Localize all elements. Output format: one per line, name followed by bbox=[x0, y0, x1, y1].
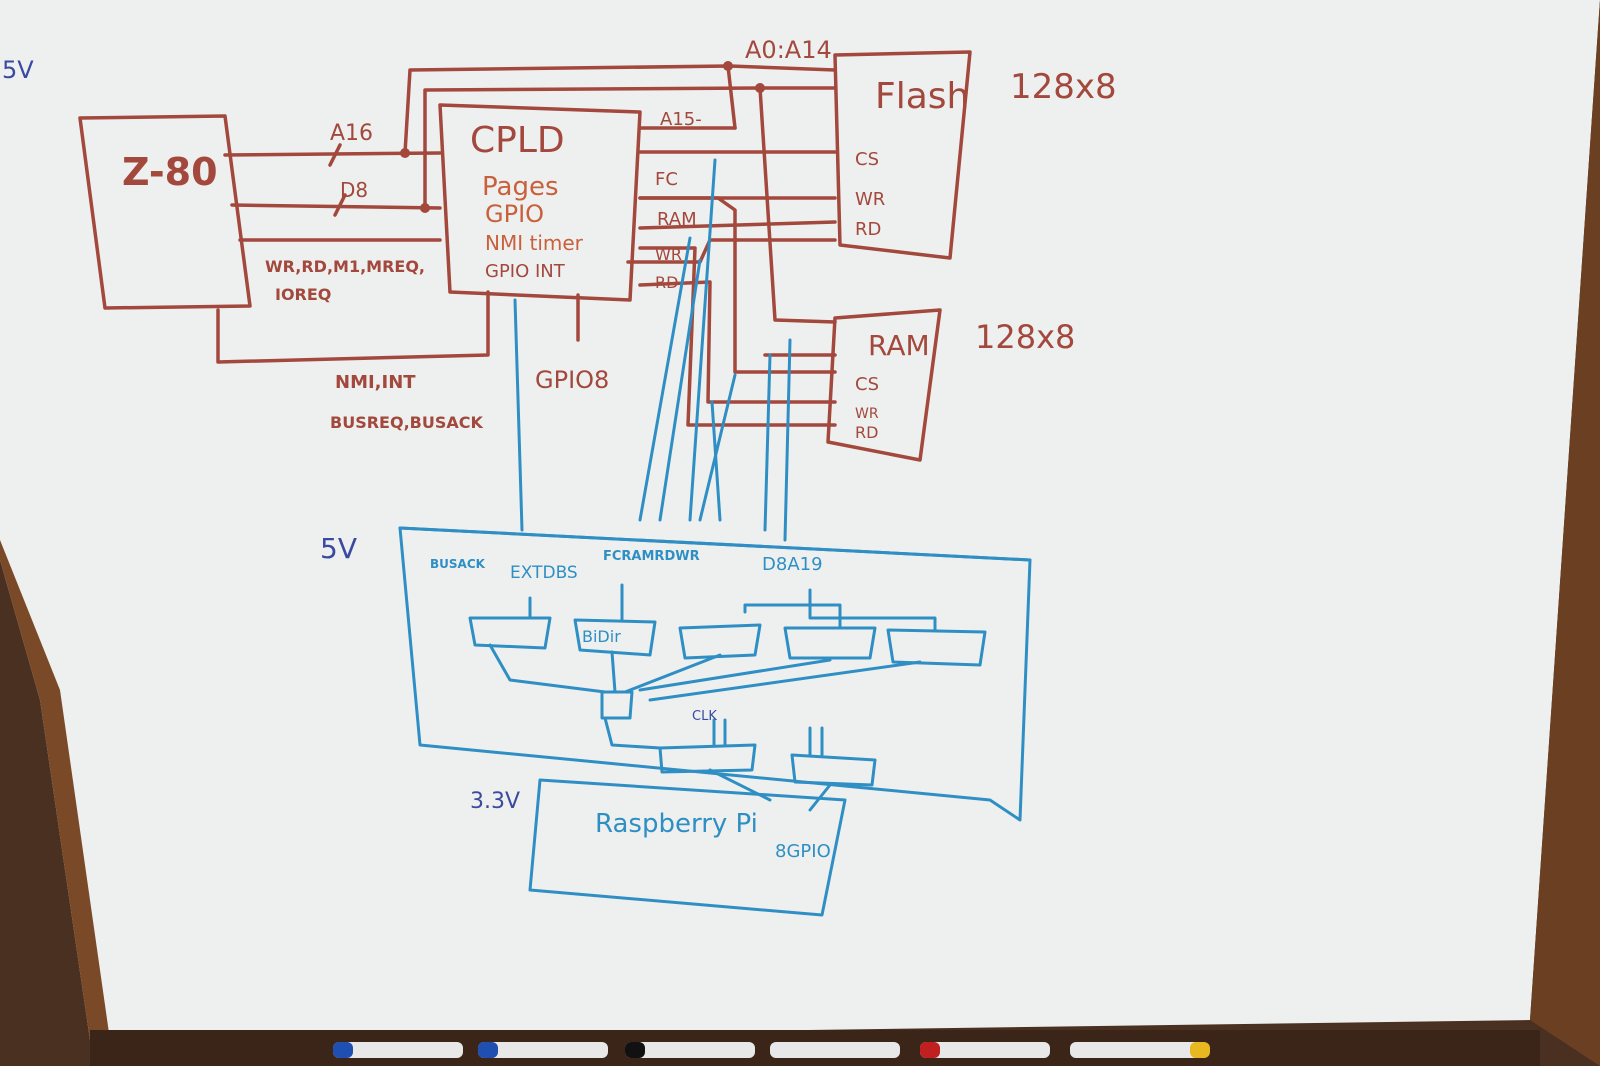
marker-2 bbox=[478, 1042, 608, 1058]
right-frame bbox=[1530, 0, 1600, 1066]
clock-buffer bbox=[658, 743, 757, 774]
whiteboard-surface bbox=[0, 0, 1600, 1040]
left-frame bbox=[0, 540, 110, 1040]
ram-label: RAM bbox=[868, 329, 930, 362]
marker-1 bbox=[333, 1042, 463, 1058]
flash-wr-pin: WR bbox=[855, 189, 885, 210]
ram-size-label: 128x8 bbox=[975, 318, 1075, 356]
ram-cs-label: RAM bbox=[657, 209, 697, 230]
marker-3 bbox=[625, 1042, 755, 1058]
buffer-bidir bbox=[573, 618, 657, 657]
level-33v-label: 3.3V bbox=[470, 789, 520, 814]
address-bus-label: A0:A14 bbox=[745, 36, 832, 64]
rpi-gpio-label: 8GPIO bbox=[775, 841, 831, 862]
raspberry-pi-box bbox=[528, 778, 847, 917]
marker-5 bbox=[920, 1042, 1050, 1058]
buffer-1 bbox=[468, 616, 552, 650]
buffer-5 bbox=[886, 628, 987, 667]
flash-cs-pin: CS bbox=[855, 149, 879, 170]
cpld-feature-nmi-timer: NMI timer bbox=[485, 231, 584, 255]
flash-rd-pin: RD bbox=[855, 219, 881, 240]
red-junctions bbox=[400, 61, 765, 213]
control-signals-label: WR,RD,M1,MREQ, bbox=[265, 257, 425, 276]
busreq-busack-label: BUSREQ,BUSACK bbox=[330, 413, 483, 432]
z80-box bbox=[78, 114, 252, 310]
corner-5v-label: 5V bbox=[2, 56, 34, 84]
clk-label: CLK bbox=[692, 709, 717, 724]
fc-label: FC bbox=[655, 169, 678, 190]
raspberry-pi-label: Raspberry Pi bbox=[595, 809, 758, 839]
blue-schematic bbox=[398, 158, 1032, 917]
marker-set bbox=[333, 1042, 1210, 1058]
ram-wr-pin: WR bbox=[855, 406, 879, 422]
d8-label: D8 bbox=[340, 178, 368, 202]
cpld-feature-gpio-int: GPIO INT bbox=[485, 261, 566, 282]
cpld-title: CPLD bbox=[470, 120, 565, 161]
mid-signals-label: FCRAMRDWR bbox=[603, 549, 700, 564]
cpld-feature-gpio: GPIO bbox=[485, 200, 544, 228]
ioreq-label: IOREQ bbox=[275, 285, 331, 304]
level-5v-label: 5V bbox=[320, 532, 357, 565]
flash-size-label: 128x8 bbox=[1010, 67, 1117, 107]
bidir-label: BiDir bbox=[582, 627, 621, 646]
rd-label: RD bbox=[655, 273, 678, 292]
extdbs-label: EXTDBS bbox=[510, 563, 578, 583]
buffer-3 bbox=[678, 623, 762, 660]
red-schematic bbox=[78, 50, 972, 462]
ram-cs-pin: CS bbox=[855, 374, 879, 395]
flash-box bbox=[833, 50, 972, 260]
marker-4 bbox=[770, 1042, 900, 1058]
gpio8-label: GPIO8 bbox=[535, 366, 609, 394]
z80-label: Z-80 bbox=[122, 150, 218, 194]
cpld-feature-pages: Pages bbox=[482, 172, 559, 202]
buffer-4 bbox=[783, 626, 877, 660]
cpld-box bbox=[438, 103, 642, 302]
wr-label: WR bbox=[655, 245, 682, 264]
nmi-int-label: NMI,INT bbox=[335, 372, 416, 393]
marker-6 bbox=[1070, 1042, 1200, 1058]
a16-label: A16 bbox=[330, 121, 373, 146]
busack-label: BUSACK bbox=[430, 557, 486, 571]
d8-a19-label: D8A19 bbox=[762, 554, 823, 575]
busreq-buffer bbox=[790, 753, 877, 787]
flash-label: Flash bbox=[875, 76, 969, 117]
a15-label: A15- bbox=[660, 109, 702, 130]
logic-gate bbox=[600, 690, 634, 720]
ram-rd-pin: RD bbox=[855, 423, 878, 442]
